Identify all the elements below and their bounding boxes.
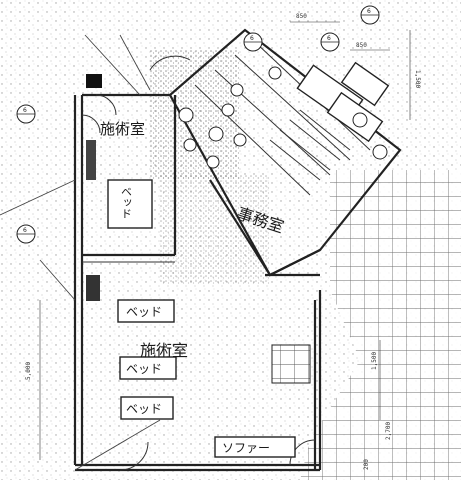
dim-top-2: 850 (356, 42, 367, 49)
tag-top-center: 6 (243, 32, 263, 52)
label-bed-3: ベッド (126, 402, 162, 416)
tag-top-center-text: 6 (250, 35, 254, 42)
dimension-lines (39, 21, 411, 460)
label-treatment-room-main: 施術室 (140, 341, 188, 360)
bed-box-1 (117, 299, 175, 323)
tag-right-mid-text: 6 (327, 35, 331, 42)
tag-right-mid: 6 (320, 32, 340, 52)
door-swings (81, 55, 316, 471)
label-bed-vertical: ベッド (120, 186, 133, 219)
outer-walls (73, 93, 322, 472)
dim-left-vertical: 5,000 (25, 362, 32, 380)
office-walls (209, 179, 321, 277)
dim-top-1: 850 (296, 13, 307, 20)
tiled-floor-area (300, 170, 461, 480)
tag-left-wall-text: 6 (23, 107, 27, 114)
dim-right-vertical-2: 2,700 (385, 422, 392, 440)
label-treatment-room-upper: 施術室 (100, 120, 145, 138)
dim-top-3: 1,500 (414, 70, 421, 88)
fixture-circles (178, 66, 388, 169)
label-bed-2: ベッド (126, 362, 162, 376)
site-lines (0, 34, 161, 471)
tag-left-wall: 6 (16, 104, 36, 124)
label-bed-1: ベッド (126, 305, 162, 319)
bed-vertical-box (107, 179, 153, 229)
sofa-box (214, 436, 296, 458)
tag-left-lower-text: 6 (23, 227, 27, 234)
treatment-room-upper-walls (82, 95, 177, 263)
dark-fixture-left (86, 140, 96, 180)
tag-top-right: 6 (360, 5, 380, 25)
bed-box-2 (119, 356, 177, 380)
dark-fixture-top (86, 74, 102, 88)
small-grid-block (271, 344, 311, 384)
tag-top-right-text: 6 (367, 8, 371, 15)
dim-right-vertical-1: 1,500 (371, 352, 378, 370)
bed-box-3 (120, 396, 174, 420)
scan-noise-dense-2 (160, 175, 270, 285)
label-sofa: ソファー (222, 441, 270, 455)
dark-fixture-mid (86, 275, 100, 301)
tag-left-lower: 6 (16, 224, 36, 244)
dim-bottom-right: 200 (363, 459, 370, 470)
